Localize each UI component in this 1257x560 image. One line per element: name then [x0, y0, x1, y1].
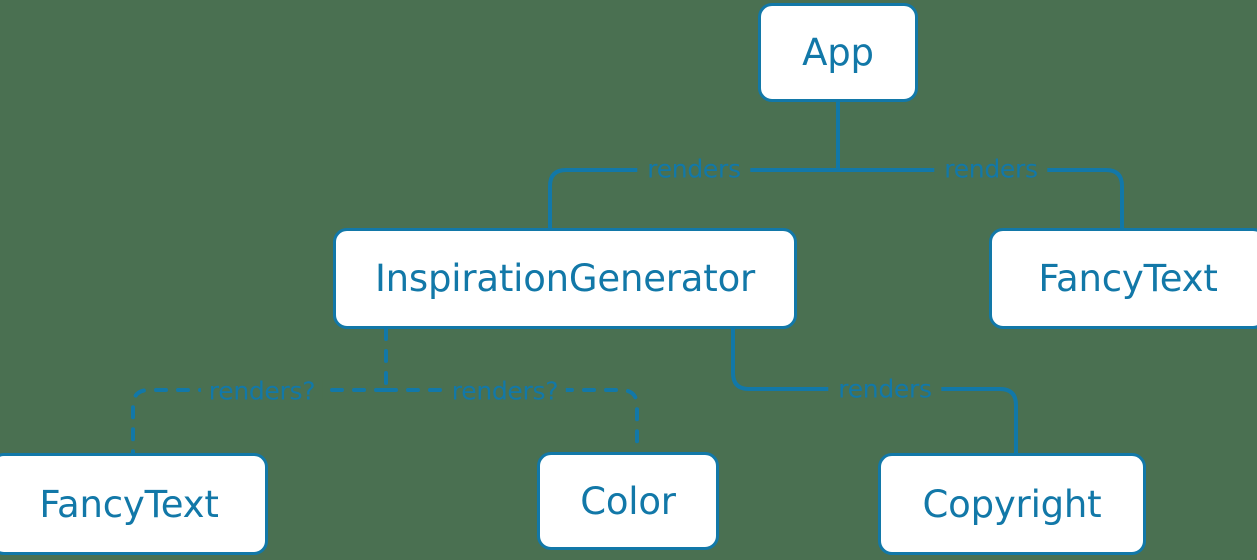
node-color[interactable]: Color [537, 452, 719, 550]
node-inspiration-generator[interactable]: InspirationGenerator [333, 228, 797, 329]
edge-inspiration-to-color-dashed [384, 388, 639, 454]
edge-label-app-fancytext: renders [934, 156, 1048, 182]
edge-label-inspiration-copyright: renders [828, 376, 942, 402]
edge-label-inspiration-fancytext: renders? [200, 378, 324, 404]
node-app[interactable]: App [758, 3, 918, 102]
node-fancytext-top[interactable]: FancyText [989, 228, 1257, 329]
edge-inspiration-to-fancytext-dashed [131, 388, 388, 455]
edge-app-to-fancytext [836, 168, 1124, 230]
edge-label-app-inspiration: renders [637, 156, 751, 182]
edge-label-inspiration-color: renders? [443, 378, 567, 404]
node-fancytext-bottom[interactable]: FancyText [0, 453, 268, 555]
node-copyright[interactable]: Copyright [878, 453, 1146, 555]
edge-app-to-inspiration [548, 168, 840, 230]
